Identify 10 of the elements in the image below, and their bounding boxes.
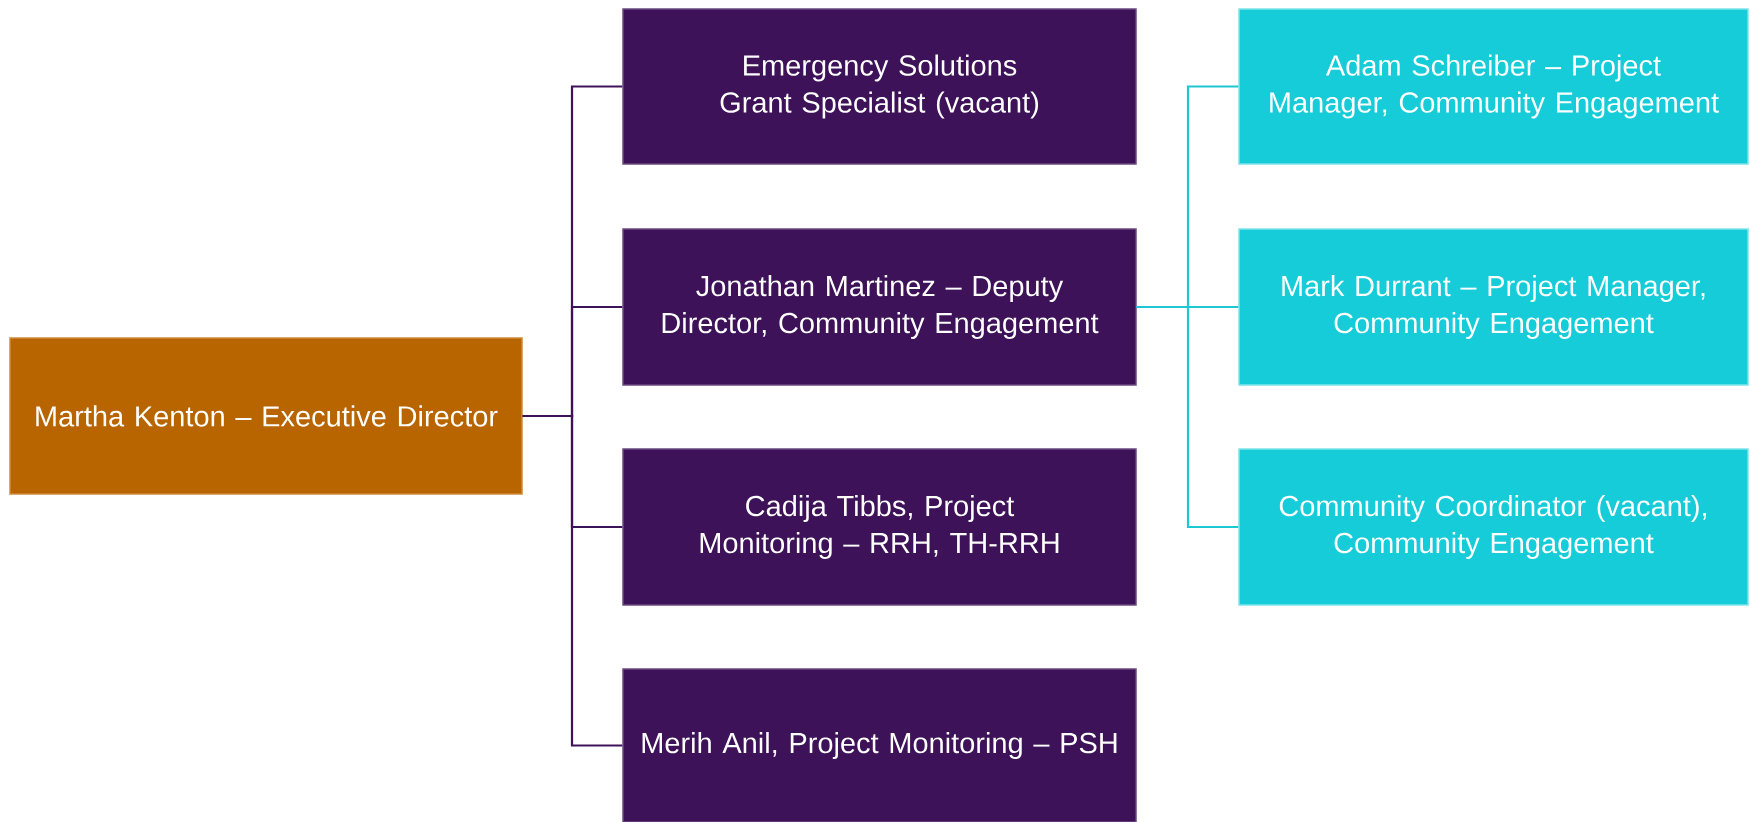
role-box: Emergency Solutions Grant Specialist (vacant) [622, 8, 1137, 165]
role-box: Cadija Tibbs, Project Monitoring – RRH, TH-RRH [622, 448, 1137, 606]
role-box: Mark Durrant – Project Manager, Community Engagement [1238, 228, 1749, 386]
role-box: Adam Schreiber – Project Manager, Community Engagement [1238, 8, 1749, 165]
role-box: Community Coordinator (vacant), Community Engagement [1238, 448, 1749, 606]
connector-line [522, 414, 623, 747]
role-box: Martha Kenton – Executive Director [9, 337, 523, 495]
role-box: Jonathan Martinez – Deputy Director, Community Engagement [622, 228, 1137, 386]
connector-line [1136, 305, 1239, 529]
role-box: Merih Anil, Project Monitoring – PSH [622, 668, 1137, 822]
